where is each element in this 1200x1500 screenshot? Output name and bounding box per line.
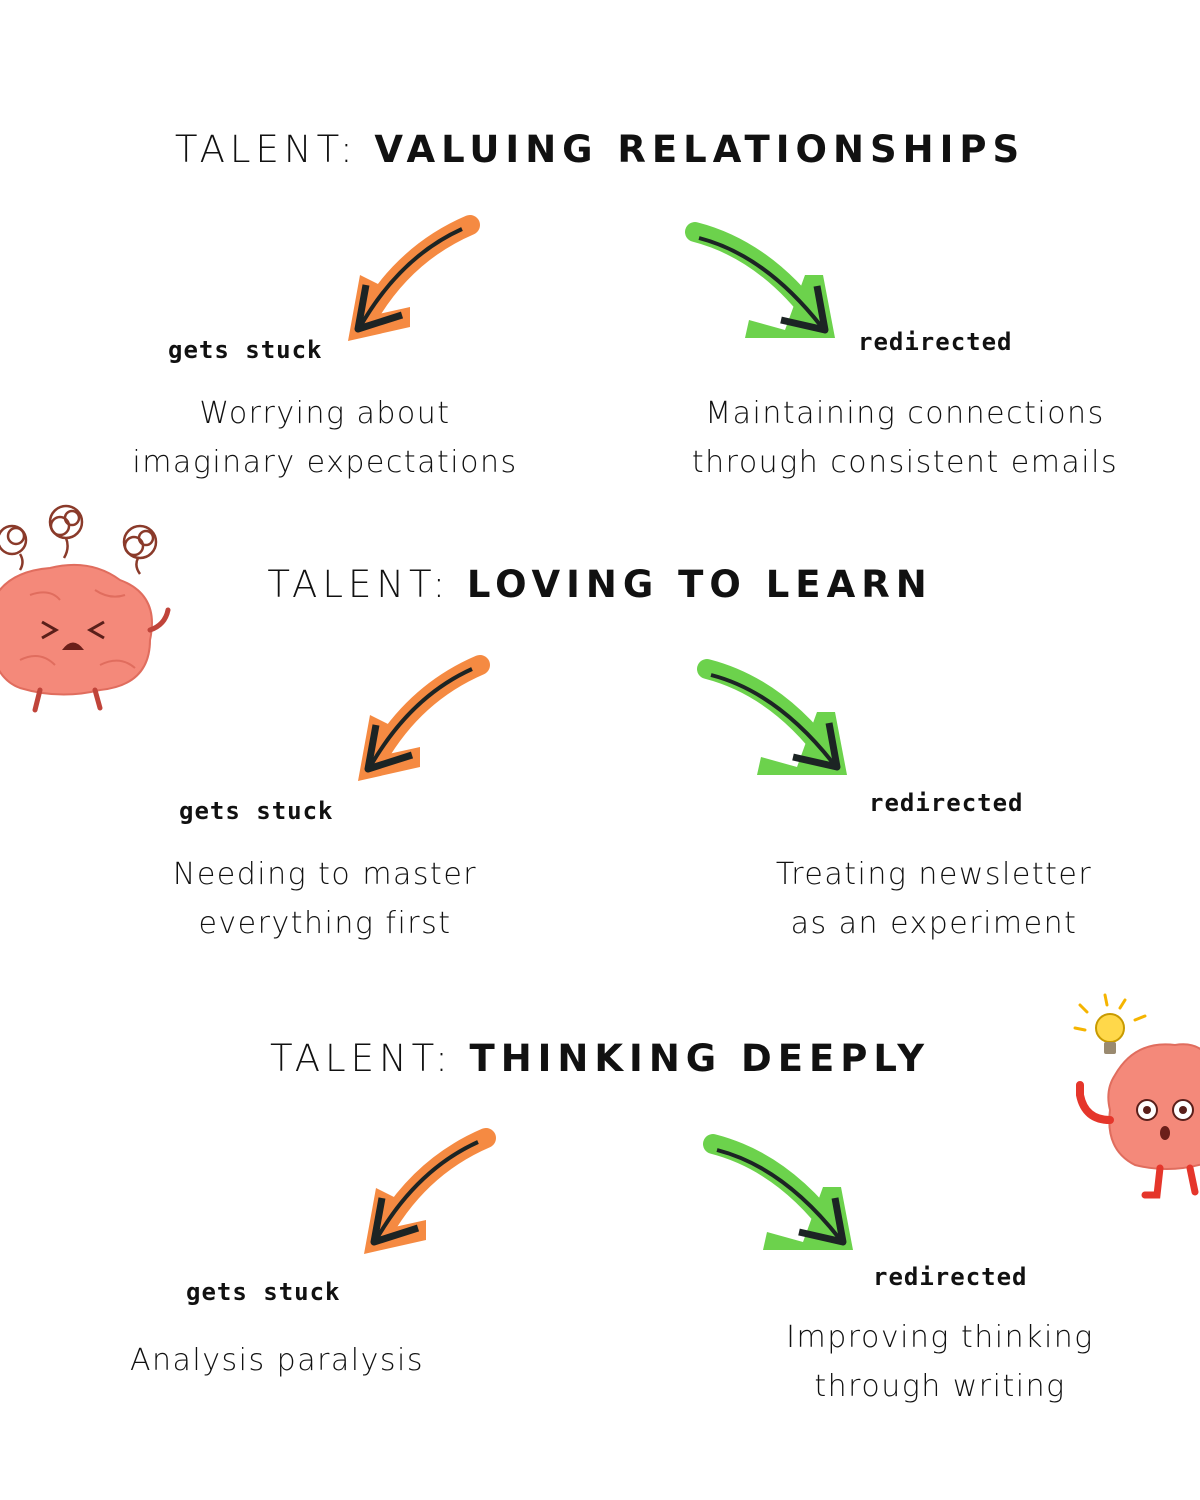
stuck-line: Analysis paralysis: [130, 1343, 424, 1378]
redirected-line: through writing: [814, 1369, 1066, 1404]
stuck-arrow-icon: [350, 655, 510, 790]
stuck-line: Worrying about: [199, 396, 451, 431]
talent-name: LOVING TO LEARN: [466, 563, 933, 606]
redirected-line: as an experiment: [790, 906, 1078, 941]
redirected-label: redirected: [869, 789, 1024, 817]
section-title: TALENT: LOVING TO LEARN: [0, 563, 1200, 606]
redirected-label: redirected: [858, 328, 1013, 356]
redirected-arrow-icon: [697, 657, 857, 782]
stuck-text: Analysis paralysis: [17, 1336, 537, 1385]
redirected-line: Treating newsletter: [775, 857, 1093, 892]
stuck-arrow-icon: [356, 1128, 516, 1263]
stuck-line: imaginary expectations: [132, 445, 518, 480]
stuck-arrow-icon: [340, 215, 500, 350]
redirected-arrow-icon: [703, 1132, 863, 1257]
stuck-label: gets stuck: [168, 336, 323, 364]
redirected-label: redirected: [873, 1263, 1028, 1291]
stuck-label: gets stuck: [179, 797, 334, 825]
redirected-line: through consistent emails: [691, 445, 1119, 480]
title-prefix: TALENT:: [174, 128, 375, 171]
talent-name: VALUING RELATIONSHIPS: [374, 128, 1026, 171]
redirected-text: Maintaining connections through consisten…: [645, 389, 1165, 487]
redirected-line: Improving thinking: [786, 1320, 1094, 1355]
stuck-line: everything first: [198, 906, 452, 941]
redirected-text: Improving thinking through writing: [680, 1313, 1200, 1411]
redirected-line: Maintaining connections: [705, 396, 1105, 431]
stressed-brain-icon: [0, 504, 171, 713]
stuck-label: gets stuck: [186, 1278, 341, 1306]
section-title: TALENT: THINKING DEEPLY: [0, 1037, 1200, 1080]
idea-brain-icon: [1073, 993, 1200, 1199]
stuck-text: Worrying about imaginary expectations: [65, 389, 585, 487]
section-title: TALENT: VALUING RELATIONSHIPS: [0, 128, 1200, 171]
talent-name: THINKING DEEPLY: [469, 1037, 931, 1080]
redirected-text: Treating newsletter as an experiment: [674, 850, 1194, 948]
redirected-arrow-icon: [685, 220, 845, 345]
title-prefix: TALENT:: [269, 1037, 470, 1080]
stuck-text: Needing to master everything first: [65, 850, 585, 948]
stuck-line: Needing to master: [172, 857, 478, 892]
title-prefix: TALENT:: [267, 563, 467, 606]
